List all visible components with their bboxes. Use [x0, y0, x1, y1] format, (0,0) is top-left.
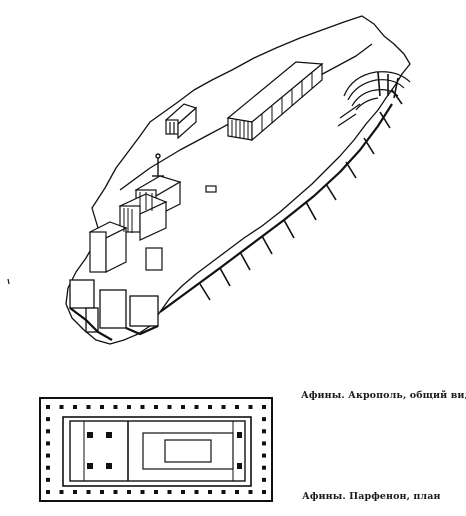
column-marker: [73, 405, 77, 409]
column-marker: [113, 490, 118, 494]
caption-acropolis: Афины. Акрополь, общий вид: [301, 390, 466, 401]
column-marker: [262, 490, 266, 494]
column-marker: [221, 405, 226, 409]
column-marker: [235, 405, 239, 409]
column-marker: [73, 490, 77, 494]
column-marker: [194, 405, 199, 409]
propylaea-complex: [88, 175, 182, 273]
column-marker: [262, 477, 266, 482]
column-marker: [46, 465, 50, 470]
column-marker: [208, 490, 212, 494]
column-marker: [46, 490, 50, 494]
column-marker: [181, 490, 185, 494]
column-marker: [181, 405, 185, 409]
column-marker: [154, 490, 158, 494]
column-marker: [262, 429, 266, 434]
column-marker: [208, 405, 212, 409]
column-marker: [46, 405, 50, 409]
column-marker: [262, 465, 266, 470]
column-marker: [248, 490, 253, 494]
column-marker: [248, 405, 253, 409]
acropolis-illustration: [7, 15, 411, 345]
peristyle-columns: [46, 405, 266, 494]
column-marker: [100, 405, 104, 409]
erechtheion-building: [164, 103, 198, 140]
column-marker: [194, 490, 199, 494]
column-marker: [262, 441, 266, 446]
column-marker: [100, 490, 104, 494]
column-marker: [167, 490, 172, 494]
column-marker: [46, 429, 50, 434]
beule-gate: [69, 279, 159, 333]
column-marker: [46, 441, 50, 446]
column-marker: [59, 405, 64, 409]
column-marker: [262, 453, 266, 458]
column-marker: [235, 490, 239, 494]
parthenon-building: [226, 61, 324, 142]
column-marker: [140, 490, 145, 494]
column-marker: [140, 405, 145, 409]
theatre-of-dionysus: [337, 71, 411, 127]
column-marker: [167, 405, 172, 409]
column-marker: [262, 417, 266, 422]
column-marker: [46, 477, 50, 482]
column-marker: [59, 490, 64, 494]
column-marker: [127, 490, 131, 494]
wall-hatching: [199, 89, 403, 301]
column-marker: [154, 405, 158, 409]
column-marker: [113, 405, 118, 409]
acropolis-rock-outline: [65, 15, 411, 345]
column-marker: [46, 417, 50, 422]
column-marker: [127, 405, 131, 409]
column-marker: [262, 405, 266, 409]
column-marker: [46, 453, 50, 458]
column-marker: [86, 405, 91, 409]
column-marker: [86, 490, 91, 494]
caption-parthenon-plan: Афины. Парфенон, план: [302, 491, 441, 502]
column-marker: [221, 490, 226, 494]
